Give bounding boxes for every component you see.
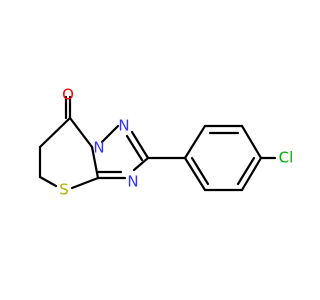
phenyl-bond-3 — [240, 124, 263, 160]
nitrogen-atom-label-3: N — [127, 173, 138, 191]
phenyl-bond-6 — [183, 156, 207, 192]
sulfur-atom-label: S — [59, 181, 69, 199]
nitrogen-atom-label-2: N — [118, 117, 129, 135]
oxygen-atom-label: O — [62, 86, 74, 104]
triazole-bond-c2-n3 — [130, 130, 150, 160]
molecule-drawing: O N N N S Cl — [38, 86, 294, 199]
ring-bond-c7-c6 — [38, 116, 72, 149]
chlorine-atom-label: Cl — [279, 149, 294, 167]
ring-bond-c8-n4 — [90, 145, 100, 180]
ring-bond-c7-n4 — [68, 116, 94, 149]
triazole-bond-n3-n4 — [100, 124, 120, 144]
nitrogen-atom-label-1: N — [93, 139, 104, 157]
ring-bond-c5-s — [38, 175, 58, 188]
triazole-bond-n1-c2 — [132, 156, 150, 172]
ring-bond-s-c8 — [70, 176, 100, 190]
phenyl-bond-4 — [240, 156, 263, 192]
phenyl-inner-double-2 — [236, 156, 256, 186]
phenyl-inner-double-3 — [190, 156, 210, 186]
phenyl-bond-1 — [183, 124, 207, 160]
triazole-double-c2-n3 — [125, 134, 144, 162]
chemical-structure-canvas: O N N N S Cl — [38, 85, 294, 199]
